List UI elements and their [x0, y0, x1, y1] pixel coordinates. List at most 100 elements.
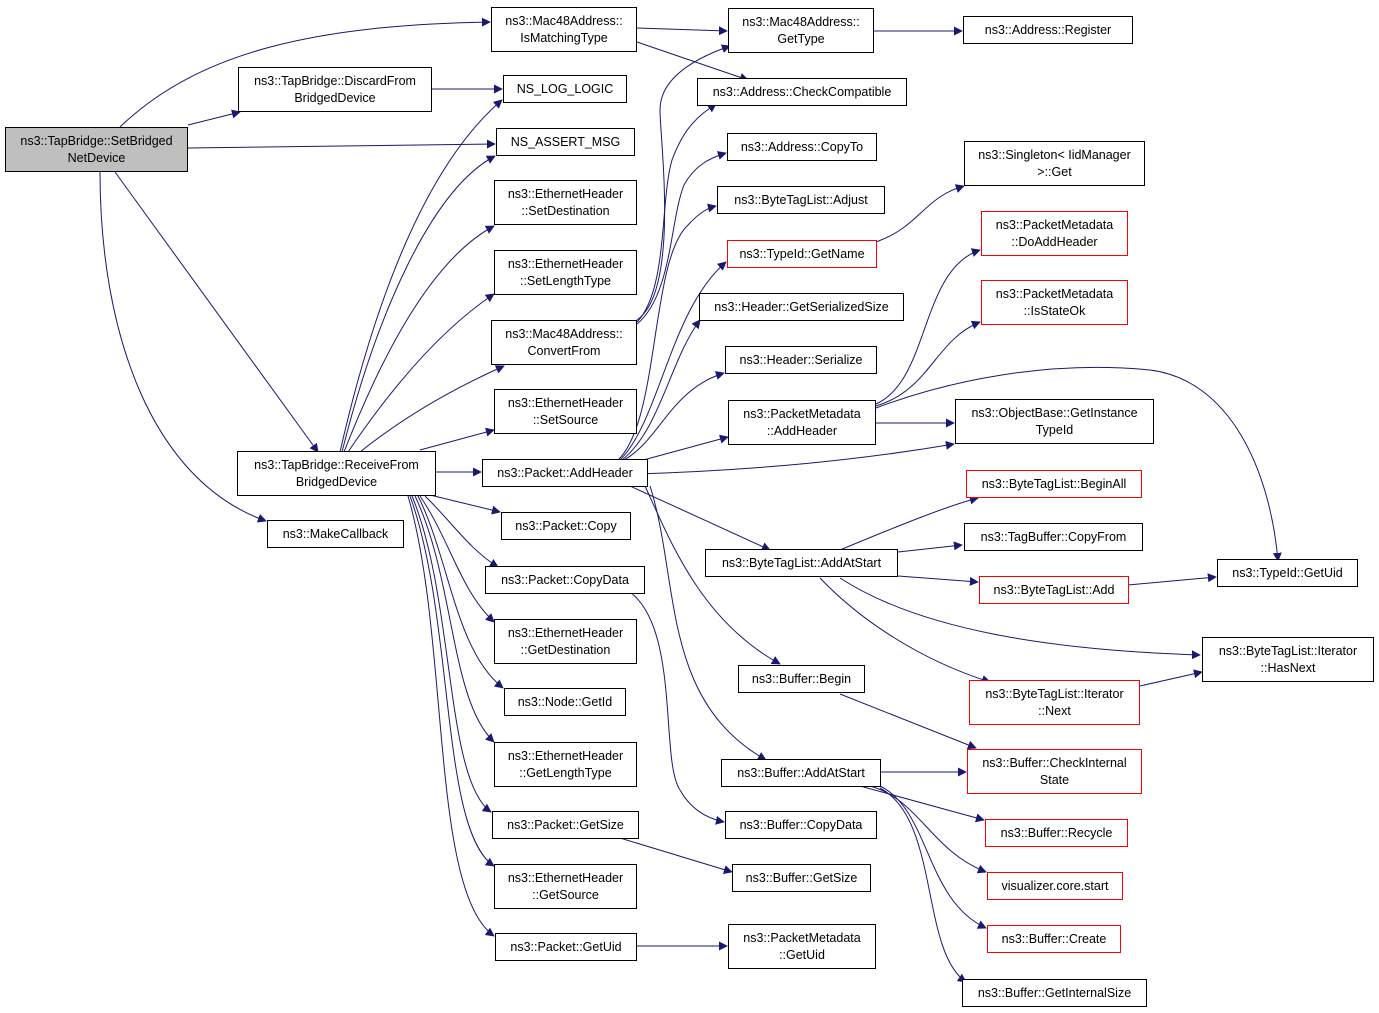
node-eh-setdestination[interactable]: ns3::EthernetHeader ::SetDestination: [494, 180, 637, 225]
node-bytetaglist-iterator-hasnext[interactable]: ns3::ByteTagList::Iterator ::HasNext: [1202, 637, 1374, 682]
edge-convert-check: [636, 103, 717, 323]
node-buffer-copydata[interactable]: ns3::Buffer::CopyData: [725, 811, 877, 839]
node-tagbuffer-copyfrom[interactable]: ns3::TagBuffer::CopyFrom: [964, 523, 1143, 551]
edge-pm_addheader-doadd: [875, 248, 981, 405]
edge-receive-convert: [359, 365, 505, 453]
node-buffer-create[interactable]: ns3::Buffer::Create: [987, 925, 1121, 953]
edge-pm_addheader-isstateok: [875, 320, 981, 407]
node-bytetaglist-adjust[interactable]: ns3::ByteTagList::Adjust: [717, 186, 885, 214]
edge-btl_add-beginall: [839, 495, 979, 551]
edge-bufatstart-vis: [869, 785, 987, 874]
node-pm-addheader[interactable]: ns3::PacketMetadata ::AddHeader: [728, 400, 876, 445]
node-typeid-getname[interactable]: ns3::TypeId::GetName: [727, 240, 877, 268]
edge-receive-p_getsize: [411, 495, 492, 813]
node-bytetaglist-addatstart[interactable]: ns3::ByteTagList::AddAtStart: [705, 549, 898, 577]
edge-receive-node_getid: [417, 495, 504, 689]
edge-bufatstart-create: [879, 785, 987, 929]
node-eh-getdestination[interactable]: ns3::EthernetHeader ::GetDestination: [494, 619, 637, 664]
node-bytetaglist-iterator-next[interactable]: ns3::ByteTagList::Iterator ::Next: [969, 680, 1140, 725]
node-buffer-recycle[interactable]: ns3::Buffer::Recycle: [985, 819, 1128, 847]
edge-convert-gettype: [636, 44, 731, 321]
node-address-checkcompatible[interactable]: ns3::Address::CheckCompatible: [697, 78, 907, 106]
edge-ismatching-check: [636, 41, 749, 82]
edge-addheader-ob_getinstance: [635, 440, 955, 475]
node-tapbridge-discardfrom[interactable]: ns3::TapBridge::DiscardFrom BridgedDevic…: [238, 67, 432, 112]
node-buffer-checkinternalstate[interactable]: ns3::Buffer::CheckInternal State: [967, 749, 1142, 794]
edge-btlatstart-copyfrom: [897, 541, 963, 553]
edge-copydata-buf_copydata: [629, 591, 725, 825]
node-address-copyto[interactable]: ns3::Address::CopyTo: [727, 133, 877, 161]
node-buffer-getsize[interactable]: ns3::Buffer::GetSize: [732, 864, 871, 892]
edge-bufatstart-internal: [879, 787, 967, 983]
node-singleton-iidmanager-get[interactable]: ns3::Singleton< IidManager >::Get: [964, 141, 1145, 186]
node-makecallback[interactable]: ns3::MakeCallback: [267, 520, 404, 548]
edge-receive-eh_getlen: [414, 495, 495, 743]
node-typeid-getuid[interactable]: ns3::TypeId::GetUid: [1217, 559, 1358, 587]
edge-setbridged-discard: [187, 109, 241, 126]
edge-receive-eh_setdest: [343, 225, 495, 453]
edge-receive-eh_setlen: [347, 293, 495, 453]
edge-receive-nsassert: [341, 155, 496, 453]
edge-btlatstart-next: [819, 577, 991, 684]
node-header-serialize[interactable]: ns3::Header::Serialize: [725, 346, 877, 374]
edge-addheader-typeid_getname: [619, 261, 727, 461]
node-tapbridge-receivefrom[interactable]: ns3::TapBridge::ReceiveFrom BridgedDevic…: [237, 451, 436, 496]
edge-next-hasnext: [1139, 669, 1203, 687]
edge-receive-eh_getdest: [419, 495, 495, 623]
edge-receive-eh_getsrc: [409, 495, 495, 867]
node-bytetaglist-beginall[interactable]: ns3::ByteTagList::BeginAll: [966, 470, 1142, 498]
edge-addheader-hdr_sersize: [621, 319, 701, 461]
edge-addheader-buf_begin: [644, 485, 781, 665]
edge-receive-p_copy: [429, 494, 501, 515]
node-packet-copydata[interactable]: ns3::Packet::CopyData: [485, 566, 645, 594]
node-eh-getsource[interactable]: ns3::EthernetHeader ::GetSource: [494, 864, 637, 909]
edge-setbridged-makecb: [99, 171, 267, 523]
node-header-getserializedsize[interactable]: ns3::Header::GetSerializedSize: [699, 293, 904, 321]
node-address-register[interactable]: ns3::Address::Register: [963, 16, 1133, 44]
edge-addheader-hdr_serialize: [623, 371, 725, 461]
node-bytetaglist-add[interactable]: ns3::ByteTagList::Add: [979, 576, 1129, 604]
edge-setbridged-ismatching: [119, 17, 491, 128]
edge-receive-p_getuid: [407, 495, 495, 937]
node-buffer-begin[interactable]: ns3::Buffer::Begin: [738, 665, 865, 693]
node-pm-doaddheader[interactable]: ns3::PacketMetadata ::DoAddHeader: [981, 211, 1128, 256]
node-buffer-addatstart[interactable]: ns3::Buffer::AddAtStart: [721, 759, 881, 787]
edge-addheader-btl_addatstart: [629, 485, 771, 551]
node-packet-getuid[interactable]: ns3::Packet::GetUid: [495, 933, 637, 961]
node-buffer-getinternalsize[interactable]: ns3::Buffer::GetInternalSize: [962, 979, 1147, 1007]
node-mac48-convertfrom[interactable]: ns3::Mac48Address:: ConvertFrom: [491, 320, 637, 365]
edge-bufatstart-recycle: [859, 785, 985, 823]
edge-setbridged-nsassert: [187, 139, 496, 149]
edge-receive-nslog: [339, 99, 503, 453]
node-ns-log-logic[interactable]: NS_LOG_LOGIC: [503, 75, 627, 103]
edge-addheader-buf_addatstart: [649, 485, 767, 761]
node-visualizer-core-start[interactable]: visualizer.core.start: [987, 872, 1123, 900]
node-packet-getsize[interactable]: ns3::Packet::GetSize: [492, 811, 639, 839]
node-node-getid[interactable]: ns3::Node::GetId: [504, 688, 626, 716]
node-packet-copy[interactable]: ns3::Packet::Copy: [501, 512, 631, 540]
node-ns-assert-msg[interactable]: NS_ASSERT_MSG: [496, 128, 635, 156]
edge-pm_addheader-typeid_getuid: [875, 366, 1282, 562]
edge-addheader-pm_addheader: [635, 434, 729, 463]
node-eh-getlengthtype[interactable]: ns3::EthernetHeader ::GetLengthType: [494, 742, 637, 787]
node-eh-setlengthtype[interactable]: ns3::EthernetHeader ::SetLengthType: [494, 250, 637, 295]
edge-setbridged-receive: [114, 171, 319, 453]
edge-getsize-buf_getsize: [619, 837, 733, 874]
node-pm-isstateok[interactable]: ns3::PacketMetadata ::IsStateOk: [981, 280, 1128, 325]
node-objectbase-getinstancetypeid[interactable]: ns3::ObjectBase::GetInstance TypeId: [955, 399, 1154, 444]
node-eh-setsource[interactable]: ns3::EthernetHeader ::SetSource: [494, 389, 637, 434]
node-mac48-gettype[interactable]: ns3::Mac48Address:: GetType: [728, 8, 874, 53]
edge-btladd-getuid: [1127, 573, 1217, 586]
edge-ismatching-gettype: [636, 26, 728, 36]
node-packet-addheader[interactable]: ns3::Packet::AddHeader: [482, 459, 648, 487]
edge-getname-singleton: [875, 184, 965, 243]
node-setbridged-netdevice: ns3::TapBridge::SetBridged NetDevice: [5, 127, 188, 172]
node-mac48-ismatchingtype[interactable]: ns3::Mac48Address:: IsMatchingType: [491, 7, 637, 52]
edge-convert-copyto: [636, 151, 727, 325]
node-pm-getuid[interactable]: ns3::PacketMetadata ::GetUid: [728, 924, 876, 969]
edge-btlatstart-hasnext: [839, 577, 1201, 660]
edge-begin-check: [839, 693, 977, 750]
edge-addheader-btl_adjust: [617, 203, 717, 461]
edge-receive-p_copydata: [424, 495, 499, 568]
